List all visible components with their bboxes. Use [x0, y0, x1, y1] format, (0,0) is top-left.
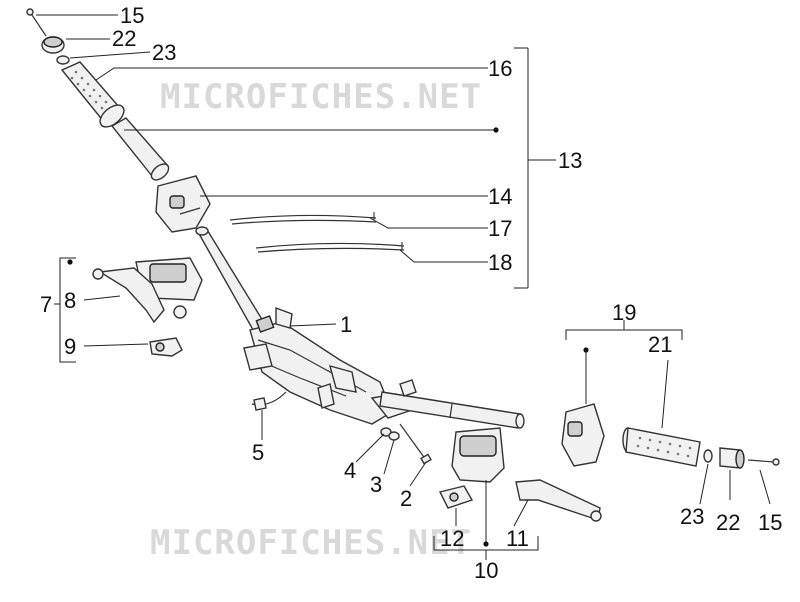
- right-brake-assembly: [438, 427, 602, 522]
- callout-12: 12: [440, 526, 464, 551]
- callout-11: 11: [506, 526, 529, 551]
- callout-18: 18: [488, 250, 512, 275]
- handlebar: [195, 226, 525, 429]
- left-grip-assembly: [26, 8, 211, 233]
- callout-4: 4: [344, 458, 356, 483]
- right-grip-assembly: [561, 403, 780, 469]
- watermark-bottom: MICROFICHES.NET: [150, 523, 472, 563]
- callout-10: 10: [474, 558, 498, 583]
- leader-lines: [36, 14, 771, 560]
- callout-17: 17: [488, 216, 512, 241]
- callout-9: 9: [64, 334, 76, 359]
- callout-19: 19: [612, 300, 636, 325]
- fasteners: [253, 397, 432, 465]
- callout-15-top: 15: [120, 3, 144, 28]
- left-brake-assembly: [92, 257, 203, 357]
- callout-15-right: 15: [758, 510, 782, 535]
- callout-16: 16: [488, 56, 512, 81]
- callout-22-right: 22: [716, 510, 740, 535]
- watermark-top: MICROFICHES.NET: [160, 77, 482, 117]
- callout-14: 14: [488, 184, 512, 209]
- callout-labels: 15 22 23 16 13 14 17 18 19 21 1 7 8 9 5 …: [40, 3, 782, 583]
- callout-21: 21: [648, 332, 672, 357]
- callout-1: 1: [340, 312, 352, 337]
- callout-22-top: 22: [112, 26, 136, 51]
- callout-3: 3: [370, 472, 382, 497]
- callout-23-top: 23: [152, 40, 176, 65]
- callout-23-right: 23: [680, 504, 704, 529]
- callout-7: 7: [40, 292, 52, 317]
- callout-13: 13: [558, 148, 582, 173]
- callout-8: 8: [64, 288, 76, 313]
- callout-5: 5: [252, 440, 264, 465]
- callout-2: 2: [400, 486, 412, 511]
- throttle-cables: [229, 214, 405, 253]
